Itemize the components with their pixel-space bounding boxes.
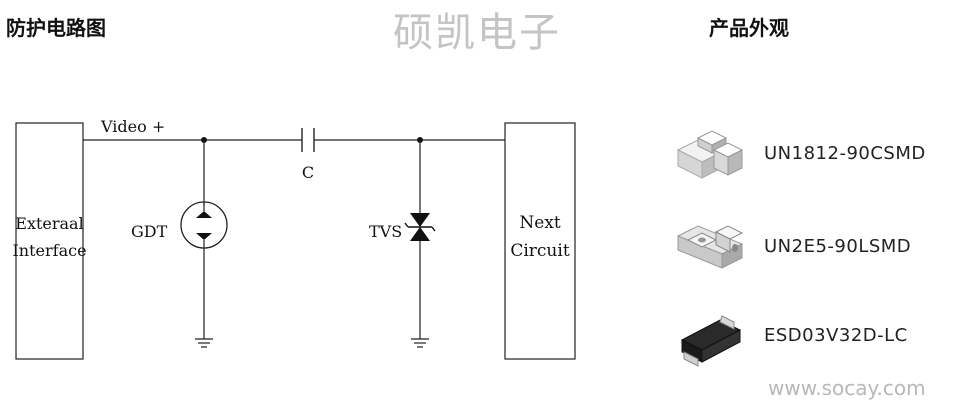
- tvs-symbol: [404, 213, 436, 241]
- ceramic-smd-package-icon: [676, 130, 744, 179]
- next-circuit-box: [504, 122, 576, 360]
- tvs-ground-symbol: [411, 338, 429, 348]
- gdt-symbol: [180, 201, 228, 249]
- gdt-label: GDT: [131, 222, 168, 241]
- sod-package-icon: [680, 315, 742, 367]
- product-name: UN2E5-90LSMD: [764, 236, 912, 257]
- external-interface-box: [15, 122, 84, 360]
- capacitor-label: C: [302, 163, 314, 182]
- tvs-label: TVS: [369, 222, 402, 241]
- signal-label: Video +: [100, 117, 165, 136]
- circuit-section-title: 防护电路图: [6, 16, 106, 40]
- next-circuit-label-line1: Next: [519, 213, 561, 233]
- products-section-title: 产品外观: [709, 16, 789, 40]
- website-url: www.socay.com: [768, 376, 926, 400]
- gdt-smd-package-icon: [676, 225, 744, 269]
- external-interface-label-line2: Interface: [12, 241, 86, 260]
- gdt-ground-symbol: [195, 338, 213, 348]
- watermark: 硕凯电子: [393, 10, 561, 56]
- product-name: UN1812-90CSMD: [764, 143, 926, 164]
- capacitor-symbol: [301, 128, 315, 152]
- next-circuit-label-line2: Circuit: [510, 241, 569, 261]
- external-interface-label-line1: Exteraal: [15, 214, 83, 233]
- product-name: ESD03V32D-LC: [764, 325, 908, 346]
